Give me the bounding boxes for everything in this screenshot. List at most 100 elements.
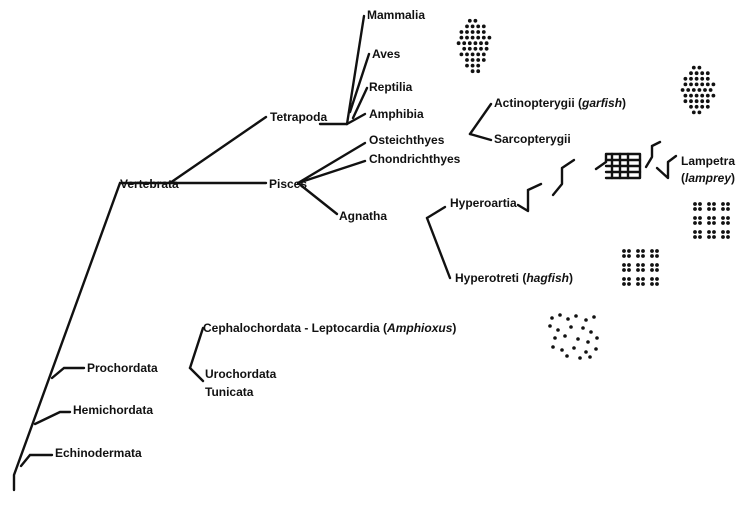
- dot: [594, 347, 598, 351]
- hagfish-grid-icon: [622, 249, 659, 286]
- dot: [707, 221, 711, 225]
- dot: [707, 235, 711, 239]
- dot: [589, 330, 593, 334]
- dot: [584, 350, 588, 354]
- dot: [636, 254, 640, 258]
- label-reptilia: Reptilia: [369, 80, 413, 94]
- label-sarcopterygii: Sarcopterygii: [494, 132, 571, 146]
- dot: [707, 202, 711, 206]
- dot: [693, 230, 697, 234]
- dot: [578, 356, 582, 360]
- amphioxus-scatter-icon: [548, 313, 599, 360]
- dot: [655, 254, 659, 258]
- dot: [694, 99, 699, 104]
- dot: [721, 230, 725, 234]
- dot: [641, 277, 645, 281]
- dot: [705, 99, 710, 104]
- dot: [698, 230, 702, 234]
- dot: [711, 82, 716, 87]
- dot: [655, 277, 659, 281]
- dot: [712, 221, 716, 225]
- label-lampetra: Lampetra: [681, 154, 735, 168]
- dot: [473, 18, 478, 23]
- dot: [697, 110, 702, 115]
- branch-hemichordata: [33, 410, 72, 426]
- label-agnatha: Agnatha: [339, 209, 387, 223]
- dot: [691, 88, 696, 92]
- dot: [566, 317, 570, 321]
- dot: [550, 316, 554, 320]
- dot: [473, 46, 478, 51]
- dot: [462, 41, 467, 46]
- dot: [586, 340, 590, 344]
- branch-root-trunk: [12, 181, 172, 492]
- branch-amphibia: [345, 112, 367, 126]
- dot: [476, 35, 481, 40]
- dot: [712, 216, 716, 220]
- dot: [636, 277, 640, 281]
- dot: [655, 249, 659, 253]
- dot: [650, 254, 654, 258]
- dot: [691, 65, 696, 70]
- dot: [655, 263, 659, 267]
- label-hemichordata: Hemichordata: [73, 403, 153, 417]
- dot: [691, 110, 696, 115]
- dot: [693, 235, 697, 239]
- dot: [476, 63, 481, 68]
- dot: [705, 82, 710, 87]
- dot: [641, 263, 645, 267]
- dot: [650, 282, 654, 286]
- branch-tetrapoda: [168, 115, 268, 185]
- dot: [703, 88, 707, 92]
- dot: [689, 82, 693, 87]
- dot: [721, 216, 725, 220]
- dot: [689, 104, 693, 109]
- dot: [680, 88, 685, 92]
- tree-branches: [12, 14, 493, 492]
- dot: [470, 52, 475, 57]
- dot: [479, 46, 483, 51]
- mammal-dot-cluster-icon: [456, 18, 492, 74]
- dot: [705, 104, 710, 109]
- branch-chondrichthyes: [296, 159, 367, 185]
- dot: [622, 254, 626, 258]
- dot: [700, 93, 705, 98]
- dot: [467, 18, 472, 23]
- label-actinopterygii: Actinopterygii (garfish): [494, 96, 626, 110]
- dot: [650, 277, 654, 281]
- dot: [459, 30, 464, 34]
- dot: [569, 325, 573, 329]
- dot: [459, 52, 464, 57]
- dot: [565, 354, 569, 358]
- label-urochordata: Urochordata: [205, 367, 277, 381]
- dot: [694, 76, 699, 81]
- dot: [697, 88, 702, 92]
- dot: [721, 207, 725, 211]
- dot: [470, 58, 475, 62]
- dot: [726, 216, 730, 220]
- label-aves: Aves: [372, 47, 401, 61]
- dot: [563, 334, 567, 338]
- label-hyperoartia: Hyperoartia: [450, 196, 517, 210]
- dot: [700, 104, 705, 109]
- dot: [470, 35, 475, 40]
- dot: [595, 336, 599, 340]
- dot: [476, 52, 481, 57]
- dot: [627, 268, 631, 272]
- dot: [551, 345, 555, 349]
- dot: [705, 71, 710, 76]
- dot: [655, 282, 659, 286]
- dot: [476, 69, 481, 74]
- dot: [622, 282, 626, 286]
- dot: [622, 277, 626, 281]
- dot: [689, 99, 693, 104]
- branch-mammalia: [345, 14, 366, 126]
- dot: [558, 313, 562, 317]
- dot: [465, 30, 469, 34]
- dot: [693, 216, 697, 220]
- dot: [708, 88, 713, 92]
- branch-prochordata: [50, 366, 86, 380]
- dot: [721, 235, 725, 239]
